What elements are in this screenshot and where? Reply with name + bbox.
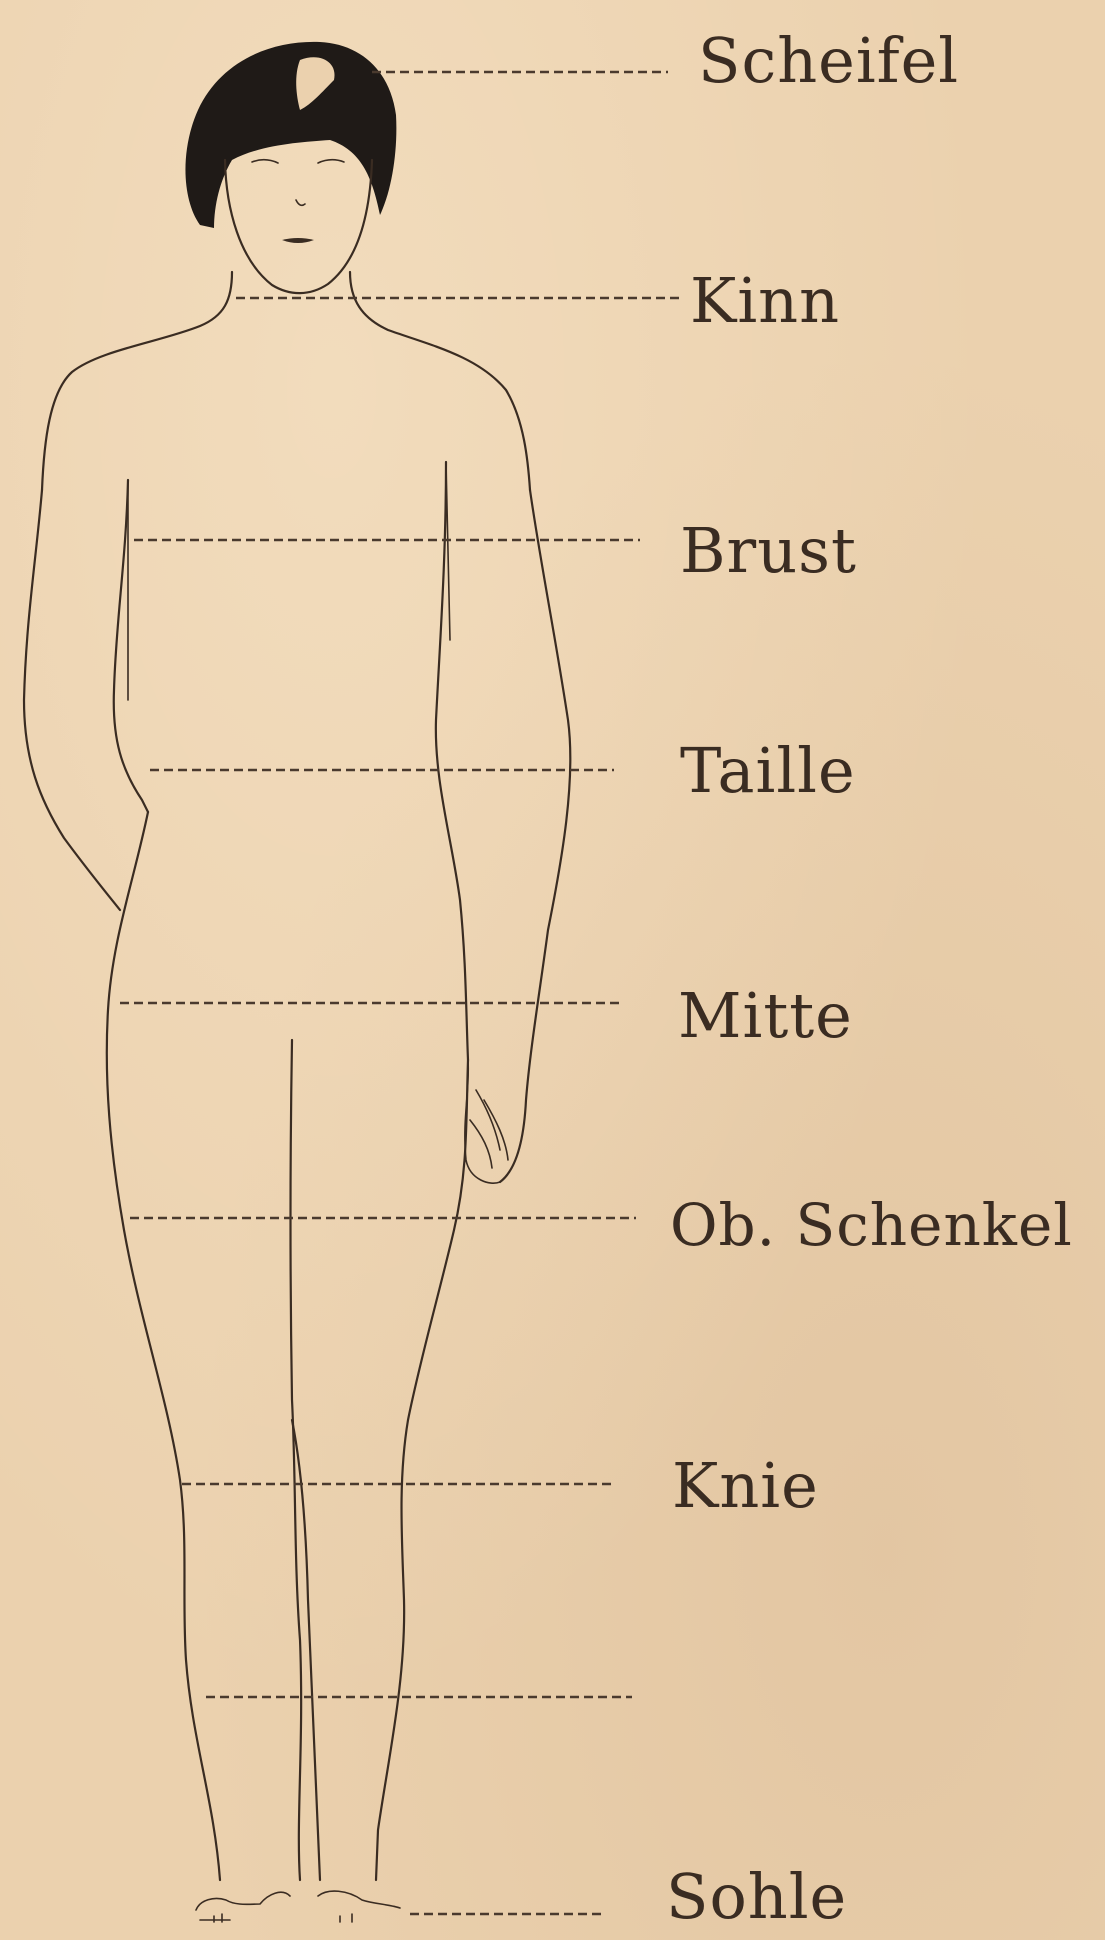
right-hand xyxy=(465,1060,508,1183)
label-ob-schenkel: Ob. Schenkel xyxy=(670,1196,1073,1254)
inner-leg-right xyxy=(292,1420,320,1880)
right-body-outline xyxy=(376,1060,468,1880)
left-eye xyxy=(252,160,278,163)
label-knie: Knie xyxy=(672,1455,819,1517)
label-sohle: Sohle xyxy=(666,1866,847,1928)
right-arm-outer xyxy=(500,490,570,1182)
label-mitte: Mitte xyxy=(678,985,853,1047)
left-arm-inner xyxy=(114,480,148,812)
nose xyxy=(296,200,305,205)
label-taille: Taille xyxy=(680,740,856,802)
neck-shoulder-left xyxy=(42,272,232,490)
right-eye xyxy=(318,160,344,163)
feet xyxy=(196,1891,400,1922)
mouth xyxy=(282,238,314,243)
right-arm-inner xyxy=(436,462,468,1060)
neck-shoulder-right xyxy=(350,272,530,490)
label-brust: Brust xyxy=(680,520,857,582)
label-scheitel: Scheifel xyxy=(698,30,959,92)
label-kinn: Kinn xyxy=(690,270,840,332)
right-torso-side xyxy=(446,462,450,640)
left-arm-outer xyxy=(24,490,120,910)
left-body-outline xyxy=(107,812,220,1880)
hair xyxy=(185,42,396,228)
